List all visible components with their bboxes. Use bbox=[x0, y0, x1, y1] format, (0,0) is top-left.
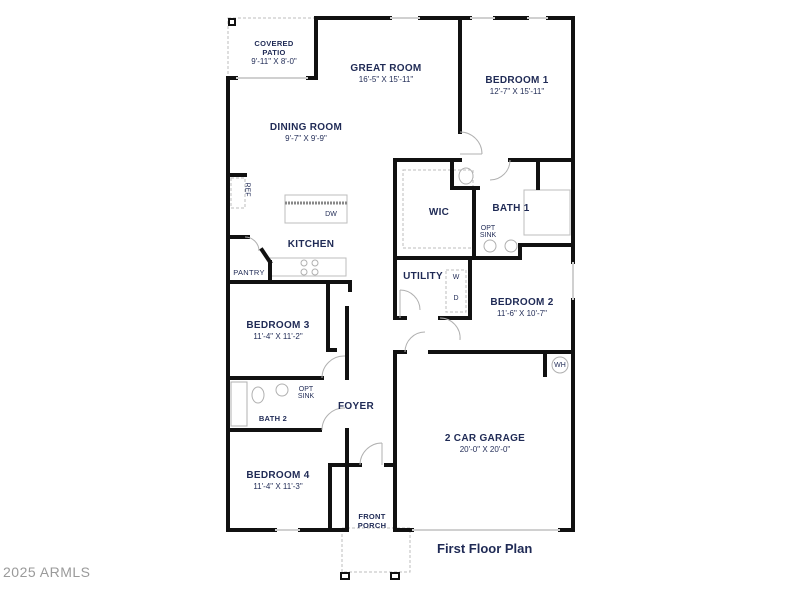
label-bedroom-2: BEDROOM 2 11'-6" X 10'-7" bbox=[490, 297, 554, 318]
label-wic: WIC bbox=[428, 207, 450, 218]
fixture-ref: REF bbox=[243, 182, 251, 197]
fixture-dishwasher: DW bbox=[325, 211, 337, 218]
label-bedroom-4: BEDROOM 4 11'-4" X 11'-3" bbox=[246, 470, 310, 491]
plan-title: First Floor Plan bbox=[437, 541, 533, 556]
fixture-water-heater: WH bbox=[554, 362, 566, 369]
fixture-opt-sink-bath2: OPT SINK bbox=[297, 386, 315, 400]
fixture-opt-sink-bath1: OPT SINK bbox=[479, 225, 497, 239]
doors-and-windows bbox=[230, 17, 574, 531]
fixture-dryer: D bbox=[453, 295, 459, 302]
label-front-porch: FRONT PORCH bbox=[357, 512, 387, 530]
label-great-room: GREAT ROOM 16'-5" X 15'-11" bbox=[350, 63, 422, 84]
label-bedroom-1: BEDROOM 1 12'-7" X 15'-11" bbox=[485, 75, 549, 96]
label-covered-patio: COVERED PATIO 9'-11" X 8'-0" bbox=[251, 39, 297, 67]
label-bath-1: BATH 1 bbox=[492, 203, 530, 214]
label-dining-room: DINING ROOM 9'-7" X 9'-9" bbox=[269, 122, 343, 143]
fixture-washer: W bbox=[452, 274, 460, 281]
label-pantry: PANTRY bbox=[233, 268, 265, 277]
label-bath-2: BATH 2 bbox=[258, 414, 288, 423]
label-foyer: FOYER bbox=[338, 401, 374, 412]
walls bbox=[226, 16, 575, 580]
label-garage: 2 CAR GARAGE 20'-0" X 20'-0" bbox=[444, 433, 526, 454]
label-kitchen: KITCHEN bbox=[287, 239, 335, 250]
watermark: 2025 ARMLS bbox=[3, 564, 91, 580]
label-bedroom-3: BEDROOM 3 11'-4" X 11'-2" bbox=[246, 320, 310, 341]
label-utility: UTILITY bbox=[403, 271, 443, 282]
